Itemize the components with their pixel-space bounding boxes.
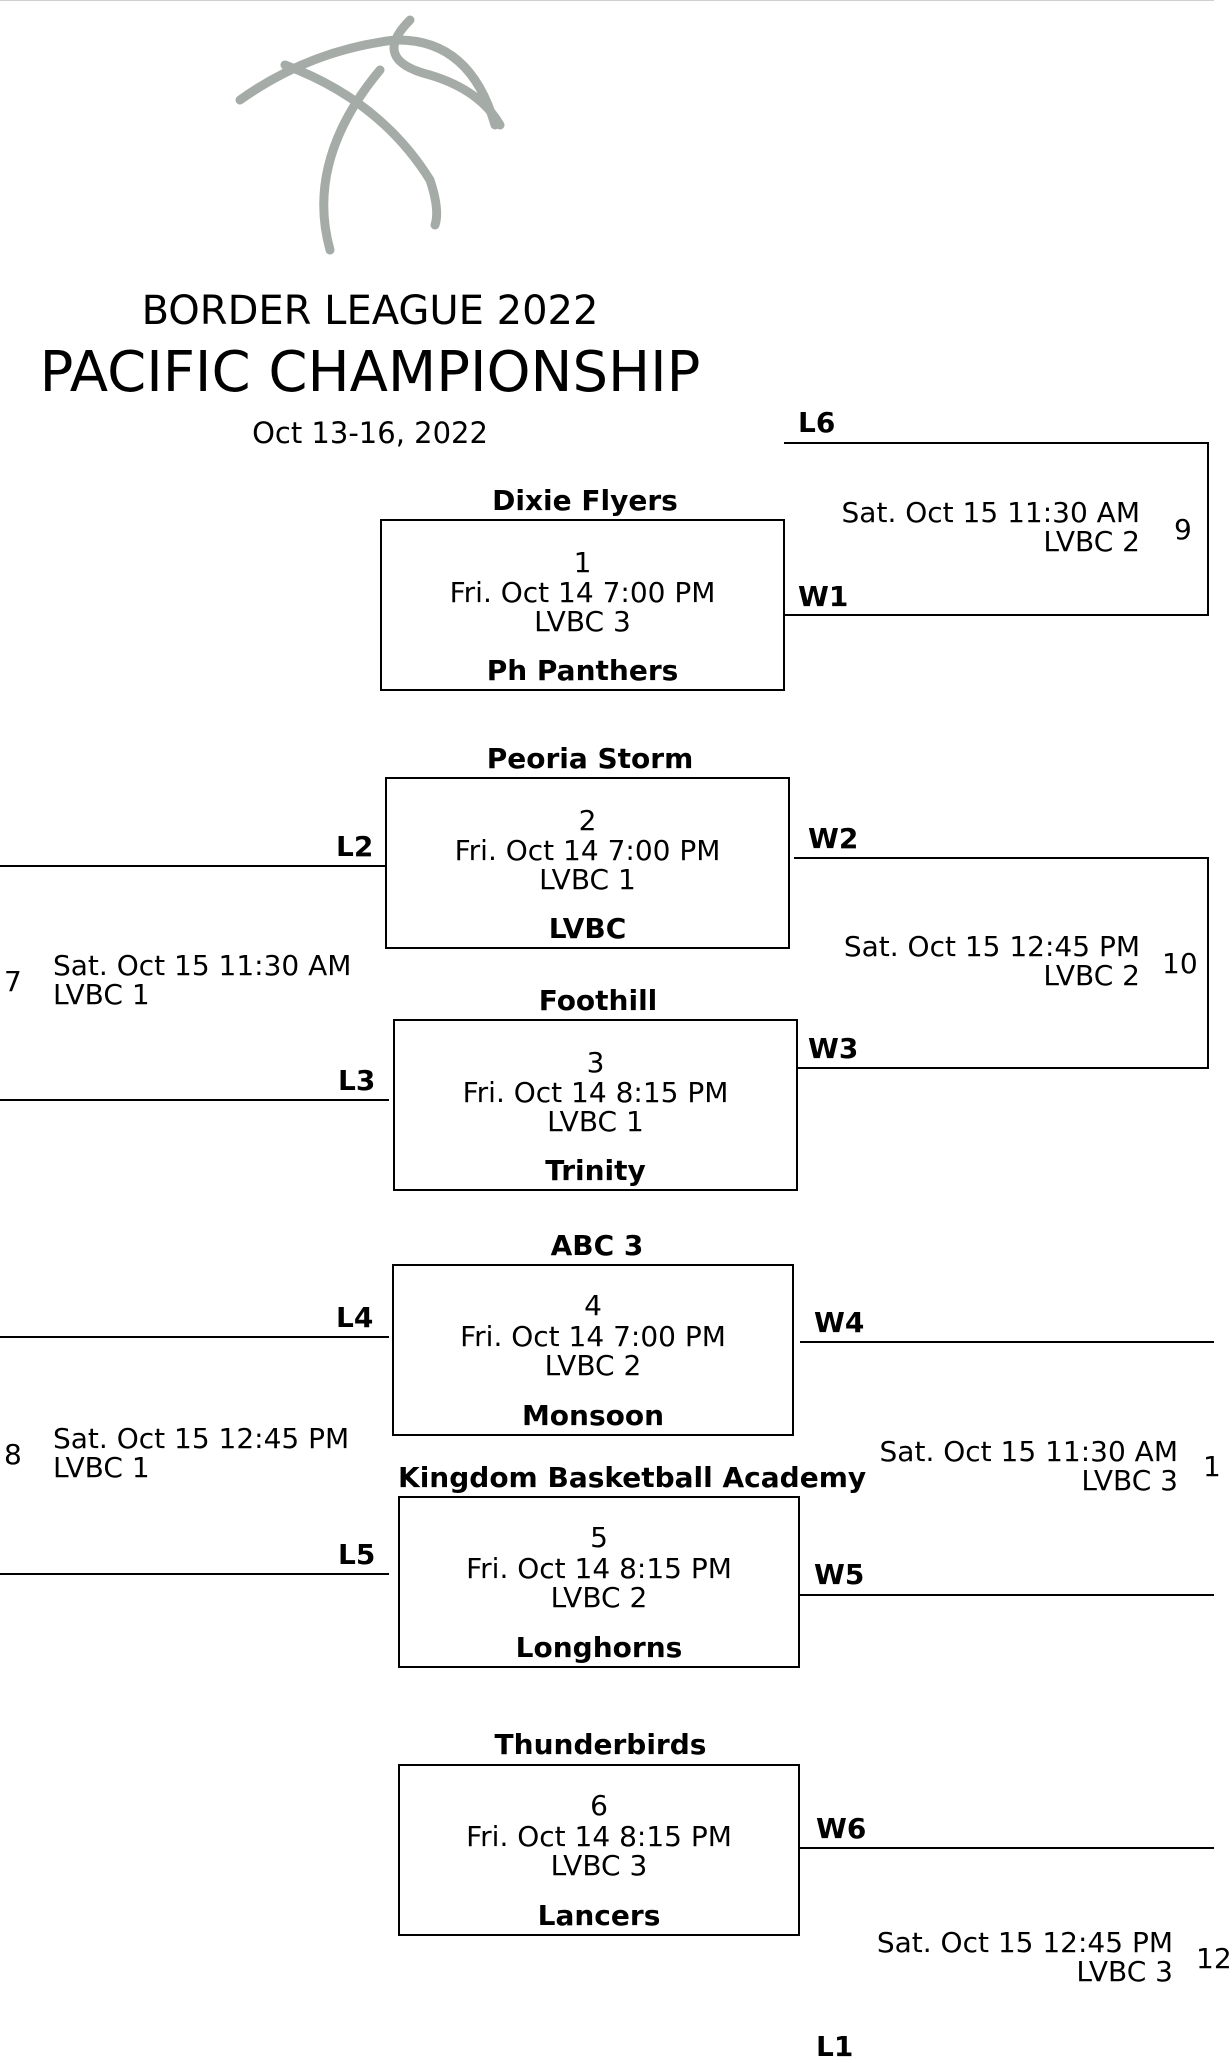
line-w6: [800, 1847, 1214, 1849]
game-1-court: LVBC 3: [534, 605, 631, 638]
line-w4: [800, 1341, 1214, 1343]
label-l5: L5: [338, 1538, 376, 1571]
game-3-court: LVBC 1: [547, 1105, 644, 1138]
game-6-top-team: Thunderbirds: [494, 1728, 707, 1761]
game-12-court: LVBC 3: [1076, 1955, 1173, 1988]
label-w2: W2: [808, 822, 859, 855]
game-3-box: [393, 1019, 798, 1191]
line-l2: [0, 865, 387, 867]
line-w1: [784, 614, 1209, 616]
championship-title: PACIFIC CHAMPIONSHIP: [39, 340, 701, 405]
label-w4: W4: [814, 1306, 865, 1339]
game-6-number: 6: [590, 1789, 608, 1822]
game-5-bottom-team: Longhorns: [515, 1631, 683, 1664]
league-title: BORDER LEAGUE 2022: [141, 288, 599, 334]
line-l3: [0, 1099, 389, 1101]
line-l6: [784, 442, 1209, 444]
label-w6: W6: [816, 1812, 867, 1845]
game-6-box: [398, 1764, 800, 1936]
game-7-time: Sat. Oct 15 11:30 AM: [53, 949, 352, 982]
game-4-box: [392, 1264, 794, 1436]
game-9-number: 9: [1174, 513, 1192, 546]
game-5-box: [398, 1496, 800, 1668]
game-5-number: 5: [590, 1521, 608, 1554]
game-3-top-team: Foothill: [538, 984, 658, 1017]
game-8-court: LVBC 1: [53, 1451, 150, 1484]
label-l3: L3: [338, 1064, 376, 1097]
game-4-number: 4: [584, 1289, 602, 1322]
game-6-time: Fri. Oct 14 8:15 PM: [466, 1820, 732, 1853]
game-7-number: 7: [4, 965, 22, 998]
game-6-bottom-team: Lancers: [537, 1899, 661, 1932]
game-2-top-team: Peoria Storm: [486, 742, 694, 775]
game-10-court: LVBC 2: [1043, 959, 1140, 992]
line-w5: [800, 1594, 1214, 1596]
game-2-number: 2: [578, 804, 597, 837]
game-3-bottom-team: Trinity: [545, 1154, 646, 1187]
game-1-bottom-team: Ph Panthers: [486, 654, 679, 687]
line-l4: [0, 1336, 389, 1338]
game-3-time: Fri. Oct 14 8:15 PM: [462, 1076, 729, 1109]
game-3-number: 3: [586, 1046, 605, 1079]
bracket-game-10: [1207, 857, 1209, 1069]
bracket-game-9: [1207, 442, 1209, 615]
game-11-number: 1: [1203, 1450, 1221, 1483]
game-4-top-team: ABC 3: [550, 1229, 644, 1262]
game-12-time: Sat. Oct 15 12:45 PM: [876, 1926, 1173, 1959]
label-l6: L6: [798, 406, 836, 439]
event-dates: Oct 13-16, 2022: [252, 416, 488, 450]
game-8-number: 8: [4, 1438, 22, 1471]
game-2-bottom-team: LVBC: [548, 912, 627, 945]
game-2-time: Fri. Oct 14 7:00 PM: [454, 834, 721, 867]
game-12-number: 12: [1196, 1942, 1232, 1975]
label-w3: W3: [808, 1032, 859, 1065]
game-11-court: LVBC 3: [1081, 1464, 1178, 1497]
game-11-time: Sat. Oct 15 11:30 AM: [879, 1435, 1178, 1468]
game-7-court: LVBC 1: [53, 978, 150, 1011]
game-2-court: LVBC 1: [539, 863, 636, 896]
label-l1-partial: L1: [816, 2030, 854, 2063]
game-1-number: 1: [573, 546, 592, 579]
line-w2: [794, 857, 1209, 859]
game-8-time: Sat. Oct 15 12:45 PM: [53, 1422, 350, 1455]
game-1-time: Fri. Oct 14 7:00 PM: [449, 576, 716, 609]
game-1-top-team: Dixie Flyers: [492, 484, 678, 517]
game-2-box: [385, 777, 790, 949]
game-4-bottom-team: Monsoon: [521, 1399, 665, 1432]
game-9-court: LVBC 2: [1043, 525, 1140, 558]
line-l5: [0, 1573, 389, 1575]
game-10-time: Sat. Oct 15 12:45 PM: [843, 930, 1140, 963]
game-5-court: LVBC 2: [550, 1581, 648, 1614]
game-1-box: [380, 519, 785, 691]
basketball-icon: [235, 15, 505, 255]
game-6-court: LVBC 3: [550, 1849, 648, 1882]
game-5-top-team: Kingdom Basketball Academy: [398, 1461, 867, 1494]
game-4-court: LVBC 2: [544, 1349, 642, 1382]
label-w1: W1: [798, 580, 849, 613]
label-l2: L2: [336, 830, 374, 863]
game-4-time: Fri. Oct 14 7:00 PM: [460, 1320, 726, 1353]
game-9-time: Sat. Oct 15 11:30 AM: [841, 496, 1140, 529]
page-top-border: [0, 0, 1214, 1]
label-w5: W5: [814, 1558, 865, 1591]
game-10-number: 10: [1162, 947, 1198, 980]
game-5-time: Fri. Oct 14 8:15 PM: [466, 1552, 732, 1585]
label-l4: L4: [336, 1301, 374, 1334]
line-w3: [798, 1067, 1209, 1069]
